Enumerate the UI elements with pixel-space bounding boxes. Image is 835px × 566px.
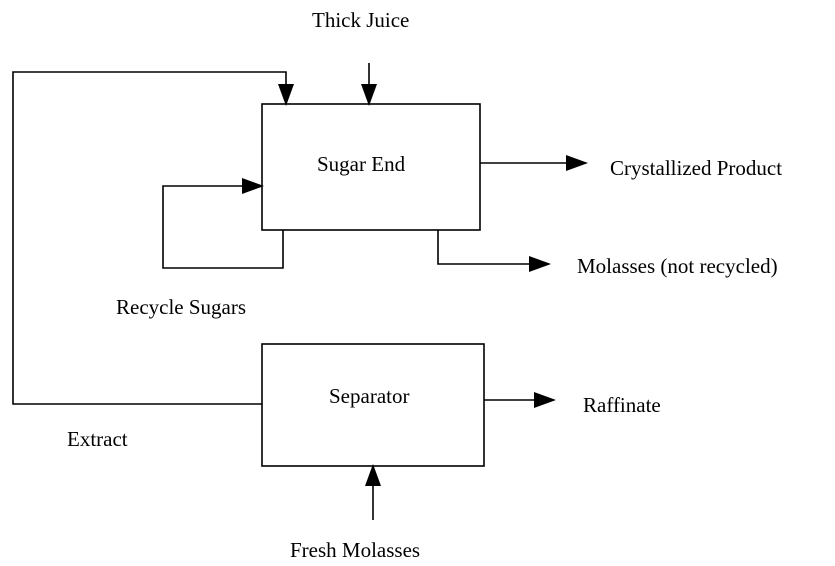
- sugar-end-label: Sugar End: [317, 152, 406, 176]
- extract-label: Extract: [67, 427, 128, 451]
- recycle-sugars-label: Recycle Sugars: [116, 295, 247, 319]
- separator-label: Separator: [329, 384, 410, 408]
- thick-juice-label: Thick Juice: [312, 8, 410, 32]
- fresh-molasses-label: Fresh Molasses: [290, 538, 421, 562]
- extract-flow-line: [12, 71, 294, 405]
- crystallized-product-label: Crystallized Product: [610, 156, 783, 180]
- recycle-sugars-loop: [162, 178, 284, 269]
- raffinate-label: Raffinate: [583, 393, 661, 417]
- molasses-not-recycled-label: Molasses (not recycled): [577, 254, 778, 278]
- molasses-out-arrow: [437, 230, 551, 272]
